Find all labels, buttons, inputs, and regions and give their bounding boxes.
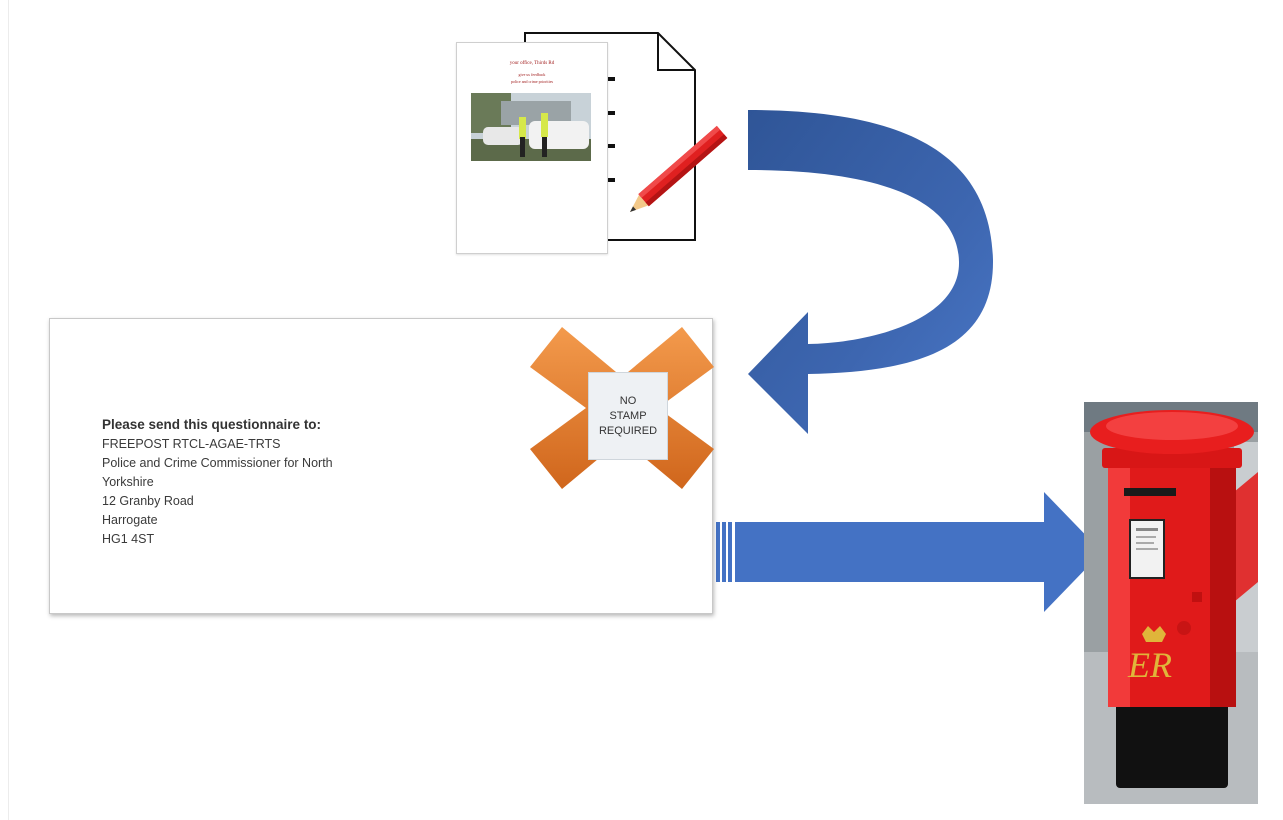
curved-arrow xyxy=(748,110,994,434)
address-line: Police and Crime Commissioner for North xyxy=(102,456,333,470)
no-stamp-label: NO STAMP REQUIRED xyxy=(588,372,668,460)
document-subtitle-2: police and crime priorities xyxy=(510,79,554,84)
address-line: Yorkshire xyxy=(102,475,154,489)
pencil-icon xyxy=(630,125,728,212)
address-line: FREEPOST RTCL-AGAE-TRTS xyxy=(102,437,281,451)
page-edge-line xyxy=(8,0,9,820)
no-stamp-text: NO STAMP REQUIRED xyxy=(598,394,658,437)
right-arrow xyxy=(716,492,1102,612)
postbox-photo: ER xyxy=(1084,402,1258,804)
address-heading: Please send this questionnaire to: xyxy=(102,417,322,432)
address-line: 12 Granby Road xyxy=(102,494,194,508)
address-block: Please send this questionnaire to: FREEP… xyxy=(102,415,333,549)
document-subtitle: give us feedback xyxy=(518,72,546,77)
document-title: your office, Thirds Rd xyxy=(509,61,555,66)
address-line: Harrogate xyxy=(102,513,158,527)
questionnaire-document: your office, Thirds Rd give us feedback … xyxy=(456,42,608,254)
address-line: HG1 4ST xyxy=(102,532,155,546)
royal-cypher: ER xyxy=(1127,645,1172,685)
document-photo xyxy=(471,93,591,161)
